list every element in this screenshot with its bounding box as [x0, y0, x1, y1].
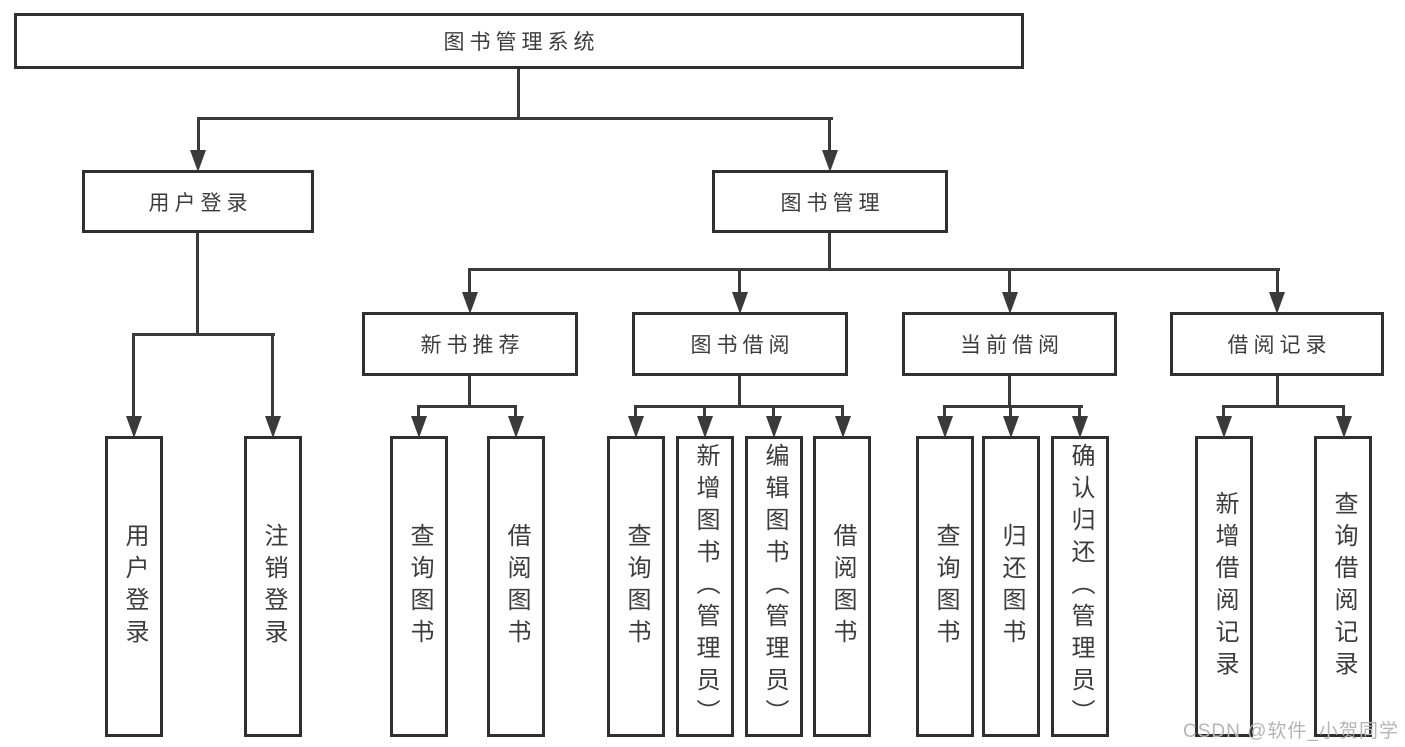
- connector-stem-borrow-borrow: [841, 405, 844, 419]
- leaf-borrow-borrow-books: 借阅图书: [813, 436, 871, 737]
- connector-stem-recommend-borrow: [514, 405, 517, 419]
- leaf-borrow-add-books-admin-label: 新增图书（管理员）: [692, 442, 719, 731]
- leaf-current-confirm-return-admin: 确认归还（管理员）: [1051, 436, 1109, 737]
- arrowhead-leaf-user-login: [126, 416, 142, 438]
- connector-new-book-recommend-rail: [417, 405, 517, 408]
- connector-stem-new-book-recommend: [468, 268, 471, 296]
- connector-book-borrow-stem: [738, 376, 741, 408]
- arrowhead-borrow-records: [1269, 292, 1285, 314]
- leaf-user-login: 用户登录: [105, 436, 163, 737]
- node-book-management-label: 图书管理: [780, 191, 885, 215]
- connector-stem-borrow-query: [634, 405, 637, 419]
- node-user-login-label: 用户登录: [148, 191, 253, 215]
- leaf-borrow-edit-books-admin: 编辑图书（管理员）: [745, 436, 803, 737]
- connector-stem-user-login: [197, 117, 200, 154]
- leaf-borrow-add-books-admin: 新增图书（管理员）: [676, 436, 734, 737]
- connector-book-borrow-rail: [634, 405, 844, 408]
- arrowhead-book-management: [822, 150, 838, 172]
- leaf-borrow-query-books: 查询图书: [607, 436, 665, 737]
- arrowhead-current-borrow: [1002, 292, 1018, 314]
- node-root: 图书管理系统: [14, 13, 1024, 69]
- arrowhead-book-borrow: [732, 292, 748, 314]
- node-new-book-recommend: 新书推荐: [362, 312, 578, 376]
- connector-book-management-rail: [468, 268, 1280, 271]
- csdn-watermark: CSDN @软件_小贺同学: [1183, 721, 1399, 742]
- leaf-current-return-books: 归还图书: [982, 436, 1040, 737]
- connector-root-stem: [517, 69, 520, 120]
- node-root-label: 图书管理系统: [443, 31, 600, 54]
- connector-borrow-records-stem: [1276, 376, 1279, 408]
- arrowhead-recommend-query: [411, 416, 427, 438]
- connector-stem-leaf-user-login: [132, 333, 135, 418]
- leaf-recommend-query-books-label: 查询图书: [406, 522, 433, 651]
- connector-stem-book-management: [828, 117, 831, 154]
- node-borrow-records: 借阅记录: [1170, 312, 1384, 376]
- leaf-logout-label: 注销登录: [260, 522, 287, 651]
- connector-stem-current-confirm: [1078, 405, 1081, 419]
- arrowhead-borrow-add: [697, 416, 713, 438]
- leaf-recommend-borrow-books: 借阅图书: [487, 436, 545, 737]
- connector-stem-records-add: [1222, 405, 1225, 419]
- leaf-current-confirm-return-admin-label: 确认归还（管理员）: [1067, 442, 1094, 731]
- leaf-records-query-record: 查询借阅记录: [1314, 436, 1372, 737]
- arrowhead-records-query: [1336, 416, 1352, 438]
- arrowhead-borrow-query: [628, 416, 644, 438]
- connector-stem-current-borrow: [1008, 268, 1011, 296]
- connector-stem-recommend-query: [417, 405, 420, 419]
- connector-borrow-records-rail: [1222, 405, 1344, 408]
- connector-user-login-rail: [132, 333, 275, 336]
- connector-stem-borrow-add: [703, 405, 706, 419]
- leaf-records-add-record: 新增借阅记录: [1195, 436, 1253, 737]
- connector-stem-current-query: [943, 405, 946, 419]
- leaf-borrow-edit-books-admin-label: 编辑图书（管理员）: [761, 442, 788, 731]
- connector-stem-records-query: [1342, 405, 1345, 419]
- connector-current-borrow-stem: [1008, 376, 1011, 408]
- leaf-current-query-books: 查询图书: [916, 436, 974, 737]
- node-current-borrow: 当前借阅: [902, 312, 1117, 376]
- connector-stem-book-borrow: [738, 268, 741, 296]
- leaf-logout: 注销登录: [244, 436, 302, 737]
- leaf-recommend-borrow-books-label: 借阅图书: [503, 522, 530, 651]
- leaf-records-query-record-label: 查询借阅记录: [1330, 490, 1357, 683]
- leaf-borrow-query-books-label: 查询图书: [623, 522, 650, 651]
- leaf-borrow-borrow-books-label: 借阅图书: [829, 522, 856, 651]
- node-book-borrow-label: 图书借阅: [690, 334, 795, 357]
- node-new-book-recommend-label: 新书推荐: [420, 334, 525, 357]
- connector-user-login-stem: [196, 233, 199, 336]
- arrowhead-user-login: [190, 150, 206, 172]
- arrowhead-current-confirm: [1072, 416, 1088, 438]
- arrowhead-current-query: [937, 416, 953, 438]
- arrowhead-borrow-borrow: [835, 416, 851, 438]
- arrowhead-records-add: [1216, 416, 1232, 438]
- node-current-borrow-label: 当前借阅: [960, 334, 1064, 357]
- connector-book-management-stem: [828, 233, 831, 271]
- arrowhead-borrow-edit: [766, 416, 782, 438]
- node-book-management: 图书管理: [712, 170, 948, 233]
- connector-new-book-recommend-stem: [468, 376, 471, 408]
- connector-stem-borrow-records: [1276, 268, 1279, 296]
- node-user-login: 用户登录: [82, 170, 314, 233]
- connector-current-borrow-rail: [943, 405, 1083, 408]
- arrowhead-leaf-logout: [265, 416, 281, 438]
- leaf-current-return-books-label: 归还图书: [998, 522, 1025, 651]
- arrowhead-new-book-recommend: [462, 292, 478, 314]
- node-book-borrow: 图书借阅: [632, 312, 848, 376]
- leaf-recommend-query-books: 查询图书: [390, 436, 448, 737]
- arrowhead-recommend-borrow: [508, 416, 524, 438]
- leaf-user-login-label: 用户登录: [121, 522, 148, 651]
- connector-stem-leaf-logout: [271, 333, 274, 418]
- connector-stem-current-return: [1009, 405, 1012, 419]
- connector-root-rail: [197, 117, 833, 120]
- node-borrow-records-label: 借阅记录: [1227, 334, 1332, 357]
- leaf-current-query-books-label: 查询图书: [932, 522, 959, 651]
- connector-stem-borrow-edit: [772, 405, 775, 419]
- leaf-records-add-record-label: 新增借阅记录: [1211, 490, 1238, 683]
- arrowhead-current-return: [1003, 416, 1019, 438]
